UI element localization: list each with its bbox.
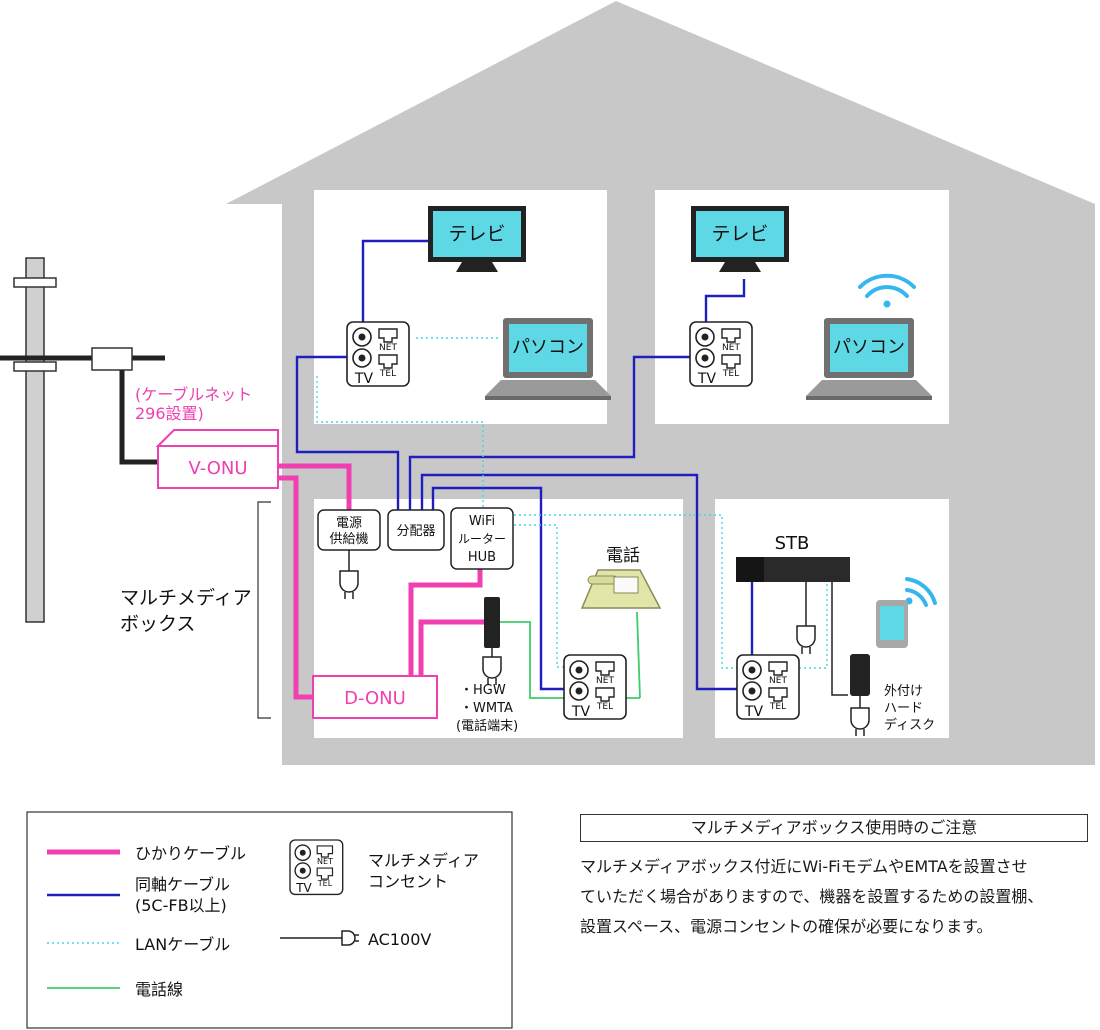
- svg-text:ディスク: ディスク: [884, 717, 935, 733]
- svg-text:テレビ: テレビ: [448, 223, 505, 245]
- svg-text:TV: TV: [697, 371, 717, 387]
- legend-coax-sublabel: (5C-FB以上): [135, 896, 227, 915]
- multimedia-box-bracket: [257, 501, 271, 719]
- coax-cables: [295, 239, 754, 691]
- legend-outlet-label: マルチメディア: [368, 851, 479, 870]
- svg-text:TEL: TEL: [596, 702, 613, 712]
- legend-box: [26, 811, 513, 1029]
- legend-ac-label: AC100V: [368, 930, 431, 949]
- svg-text:V-ONU: V-ONU: [188, 458, 247, 479]
- v-onu-device: V-ONU: [155, 429, 279, 489]
- multimedia-outlet: TV NET TEL: [689, 321, 753, 387]
- svg-text:NET: NET: [722, 343, 740, 353]
- notice-line: 設置スペース、電源コンセントの確保が必要になります。: [580, 917, 993, 936]
- svg-text:テレビ: テレビ: [711, 223, 768, 245]
- svg-text:ボックス: ボックス: [120, 613, 195, 635]
- svg-text:分配器: 分配器: [396, 524, 435, 539]
- svg-text:TEL: TEL: [379, 369, 396, 379]
- legend-fiber-label: ひかりケーブル: [135, 844, 246, 863]
- legend-outlet-icon: TV NET TEL: [289, 839, 344, 896]
- legend-phone-label: 電話線: [135, 980, 183, 999]
- legend-coax-label: 同軸ケーブル: [135, 875, 230, 894]
- laptop-icon: パソコン: [485, 318, 611, 400]
- multimedia-outlet: TV NET TEL: [563, 654, 627, 720]
- legend-plug-icon: [341, 930, 356, 946]
- stb-device: STB: [736, 533, 850, 582]
- laptop-icon: パソコン: [806, 318, 932, 400]
- svg-text:D-ONU: D-ONU: [344, 688, 406, 709]
- splitter-unit: 分配器: [387, 509, 445, 551]
- svg-text:(ケーブルネット: (ケーブルネット: [135, 385, 252, 404]
- svg-text:・WMTA: ・WMTA: [460, 701, 513, 716]
- svg-text:TEL: TEL: [317, 879, 333, 888]
- notice-line: ていただく場合がありますので、機器を設置するための設置棚、: [580, 887, 1044, 906]
- legend-lan-label: LANケーブル: [135, 935, 230, 954]
- svg-text:STB: STB: [775, 533, 810, 554]
- svg-text:NET: NET: [769, 676, 787, 686]
- wifi-icon: [858, 273, 916, 308]
- svg-text:NET: NET: [596, 676, 614, 686]
- d-onu-device: D-ONU: [312, 675, 438, 719]
- notice-title: マルチメディアボックス使用時のご注意: [580, 814, 1088, 842]
- legend: ひかりケーブル 同軸ケーブル (5C-FB以上) LANケーブル 電話線 TV …: [26, 811, 513, 1029]
- ac-power-lines: [348, 549, 861, 708]
- svg-text:NET: NET: [379, 343, 397, 353]
- svg-text:296設置): 296設置): [135, 404, 204, 423]
- svg-text:供給機: 供給機: [329, 532, 368, 547]
- tv-icon: テレビ: [691, 206, 789, 272]
- svg-text:電話: 電話: [606, 546, 640, 566]
- svg-text:TV: TV: [354, 371, 374, 387]
- power-supply-unit: 電源 供給機: [317, 509, 381, 551]
- svg-text:TV: TV: [295, 881, 312, 895]
- wifi-router-hub-unit: WiFi ルーター HUB: [450, 507, 514, 570]
- utility-pole: [0, 257, 165, 623]
- tablet-icon: [876, 600, 908, 648]
- multimedia-outlet: TV NET TEL: [736, 654, 800, 720]
- svg-text:ハード: ハード: [884, 701, 923, 716]
- fiber-cables: [276, 463, 484, 700]
- svg-text:・HGW: ・HGW: [460, 683, 506, 698]
- phone-icon: 電話: [580, 546, 662, 609]
- svg-text:TEL: TEL: [769, 702, 786, 712]
- external-hdd-label: 外付け ハード ディスク: [884, 684, 935, 733]
- hgw-label: ・HGW ・WMTA (電話端末): [456, 683, 518, 734]
- svg-text:ルーター: ルーター: [458, 532, 506, 546]
- svg-text:HUB: HUB: [468, 550, 496, 565]
- multimedia-outlet: TV NET TEL: [346, 321, 410, 387]
- multimedia-box-label: マルチメディア ボックス: [120, 587, 252, 635]
- svg-text:TV: TV: [744, 704, 764, 720]
- svg-text:(電話端末): (電話端末): [456, 718, 518, 734]
- cable-net-label: (ケーブルネット 296設置): [135, 385, 252, 423]
- svg-text:パソコン: パソコン: [512, 337, 584, 358]
- legend-outlet-sublabel: コンセント: [368, 872, 448, 891]
- svg-text:外付け: 外付け: [884, 684, 923, 699]
- svg-text:TV: TV: [571, 704, 591, 720]
- tv-icon: テレビ: [428, 206, 526, 272]
- svg-text:NET: NET: [317, 857, 333, 866]
- svg-text:WiFi: WiFi: [469, 514, 495, 529]
- hgw-device-icon: [484, 597, 500, 648]
- svg-text:パソコン: パソコン: [833, 337, 905, 358]
- svg-text:TEL: TEL: [722, 369, 739, 379]
- notice-body: マルチメディアボックス付近にWi-FiモデムやEMTAを設置させ ていただく場合…: [580, 852, 1095, 942]
- notice-line: マルチメディアボックス付近にWi-FiモデムやEMTAを設置させ: [580, 857, 1028, 876]
- svg-text:電源: 電源: [336, 516, 362, 531]
- svg-text:マルチメディア: マルチメディア: [120, 587, 252, 609]
- external-hdd-icon: [850, 654, 870, 696]
